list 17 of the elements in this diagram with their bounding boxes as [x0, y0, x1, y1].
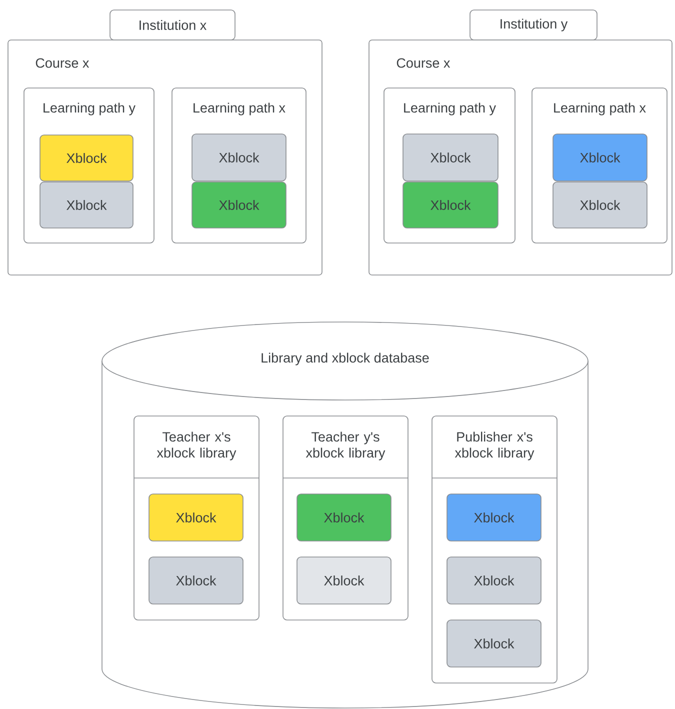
- xblock-box: Xblock: [402, 134, 498, 182]
- xblock-box: Xblock: [446, 494, 542, 542]
- xblock-box: Xblock: [192, 134, 286, 182]
- xblock-box: Xblock: [40, 182, 134, 228]
- xblock-box: Xblock: [446, 620, 542, 668]
- xblock-box: Xblock: [402, 182, 498, 228]
- xblock-box: Xblock: [446, 556, 542, 604]
- xblock-box: Xblock: [148, 556, 244, 604]
- xblock-box: Xblock: [148, 494, 244, 542]
- institution-tab: Institution y: [470, 10, 598, 40]
- xblock-box: Xblock: [552, 182, 648, 228]
- xblock-box: Xblock: [192, 182, 286, 228]
- xblock-box: Xblock: [552, 134, 648, 182]
- xblock-box: Xblock: [296, 556, 392, 604]
- xblock-box: Xblock: [296, 494, 392, 542]
- xblock-box: Xblock: [40, 134, 134, 182]
- institution-tab: Institution x: [110, 10, 236, 40]
